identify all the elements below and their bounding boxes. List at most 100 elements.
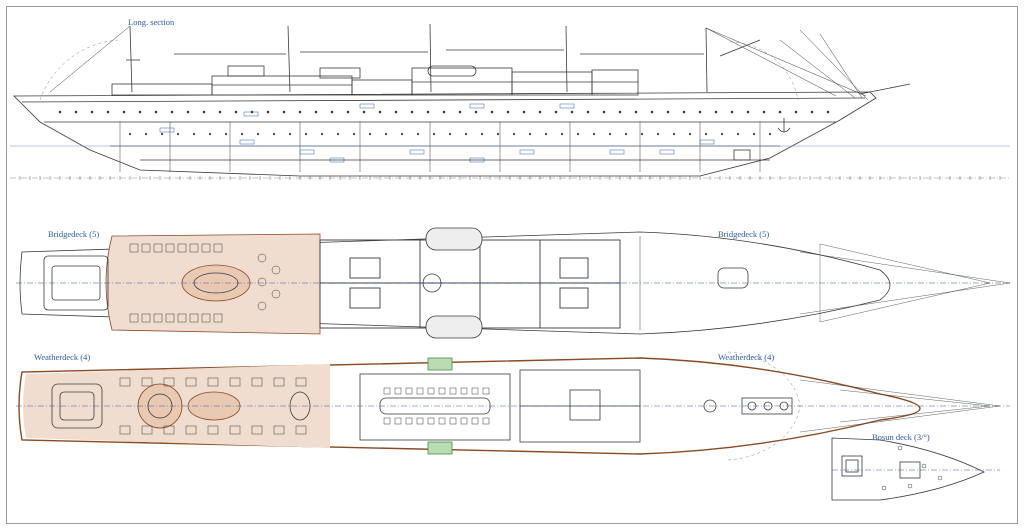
lounge-chair <box>201 243 211 253</box>
porthole <box>202 110 206 114</box>
dining-chair <box>427 417 435 425</box>
deck-seat <box>273 377 285 387</box>
porthole <box>90 110 94 114</box>
porthole <box>416 132 420 136</box>
room-tag <box>469 157 485 163</box>
porthole <box>496 132 500 136</box>
porthole <box>464 132 468 136</box>
bollard <box>881 485 887 491</box>
porthole <box>746 110 750 114</box>
porthole <box>138 110 142 114</box>
porthole <box>186 110 190 114</box>
deck-seat <box>119 425 131 435</box>
porthole <box>346 110 350 114</box>
deck-seat <box>251 425 263 435</box>
deck-seat <box>141 425 153 435</box>
porthole <box>442 110 446 114</box>
bollard <box>937 475 943 481</box>
room-tag <box>609 149 625 155</box>
bridgedeck-title-left: Bridgedeck (5) <box>48 229 100 239</box>
weatherdeck-plan <box>16 351 1010 461</box>
porthole <box>490 110 494 114</box>
porthole <box>176 132 180 136</box>
skylight-starboard <box>427 441 453 455</box>
deck-seat <box>163 377 175 387</box>
weatherdeck-sweep-arcs <box>727 351 801 461</box>
bulkheads <box>119 122 761 172</box>
porthole <box>608 132 612 136</box>
bollard <box>921 463 927 469</box>
porthole <box>378 110 382 114</box>
dining-chair <box>394 417 402 425</box>
deck-seat <box>185 425 197 435</box>
lifeboat-starboard <box>425 315 483 339</box>
dining-chair <box>394 387 402 395</box>
porthole <box>650 110 654 114</box>
room-tag <box>159 127 175 133</box>
superstructure <box>111 65 639 96</box>
bollard <box>907 483 913 489</box>
porthole <box>560 132 564 136</box>
lounge-chair <box>165 313 175 323</box>
porthole <box>234 110 238 114</box>
porthole <box>330 110 334 114</box>
lounge-chair <box>213 313 223 323</box>
weatherdeck-hull-outline <box>18 357 921 455</box>
bridgedeck-interior-walls <box>319 239 621 329</box>
weatherdeck-title-left: Weatherdeck (4) <box>34 352 91 362</box>
porthole <box>794 110 798 114</box>
lounge-chair <box>141 243 151 253</box>
bridgedeck-hull-outline <box>19 231 891 335</box>
porthole <box>624 132 628 136</box>
deck-seat <box>185 377 197 387</box>
porthole <box>512 132 516 136</box>
porthole <box>656 132 660 136</box>
room-tag <box>299 149 315 155</box>
porthole <box>410 110 414 114</box>
porthole <box>272 132 276 136</box>
lounge-chair <box>153 243 163 253</box>
porthole <box>570 110 574 114</box>
long-section-title: Long. section <box>128 17 175 27</box>
anchor-icon <box>777 118 791 133</box>
round-table <box>257 253 267 263</box>
porthole <box>240 132 244 136</box>
capstan <box>703 399 717 413</box>
boom-sweep-arcs <box>39 39 799 101</box>
room-tag <box>659 149 675 155</box>
weatherdeck-title-right: Weatherdeck (4) <box>718 352 775 362</box>
lounge-chair <box>189 313 199 323</box>
portholes <box>58 110 830 136</box>
porthole <box>458 110 462 114</box>
porthole <box>298 110 302 114</box>
porthole <box>506 110 510 114</box>
deck-seat <box>119 377 131 387</box>
dining-chair <box>405 387 413 395</box>
porthole <box>368 132 372 136</box>
porthole <box>762 110 766 114</box>
porthole <box>128 132 132 136</box>
porthole <box>522 110 526 114</box>
dining-chair <box>383 417 391 425</box>
deck-seat <box>251 377 263 387</box>
porthole <box>170 110 174 114</box>
sheet-frame <box>6 6 1018 524</box>
skylight-port <box>427 357 453 371</box>
porthole <box>826 110 830 114</box>
deck-seat <box>295 425 307 435</box>
forward-hatch <box>717 267 749 289</box>
porthole <box>58 110 62 114</box>
room-tag <box>243 111 259 117</box>
porthole <box>810 110 814 114</box>
porthole <box>474 110 478 114</box>
bosun-deck-fittings <box>881 445 943 491</box>
lounge-chair <box>177 243 187 253</box>
porthole <box>352 132 356 136</box>
room-tag <box>409 149 425 155</box>
room-tag <box>359 103 375 109</box>
porthole <box>586 110 590 114</box>
room-tag <box>469 103 485 109</box>
lounge-chair <box>129 313 139 323</box>
porthole <box>576 132 580 136</box>
